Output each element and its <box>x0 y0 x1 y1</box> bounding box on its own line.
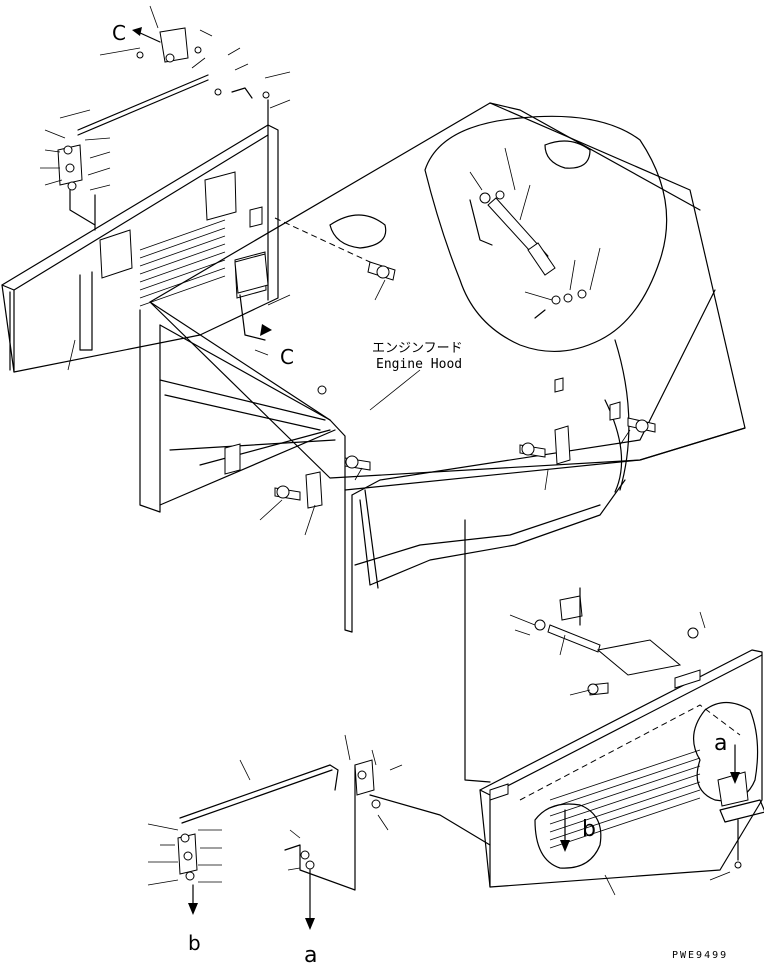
arrow-c-top <box>132 27 142 36</box>
ref-label-c-mid: C <box>280 345 294 369</box>
right-door-link <box>464 519 491 783</box>
ref-label-b-bottom: b <box>188 931 201 955</box>
hinge-bolt <box>274 217 396 301</box>
ref-label-c-top: C <box>112 21 126 45</box>
left-door-louvre <box>139 219 226 307</box>
drawing-number: PWE9499 <box>672 950 728 961</box>
right-side-door <box>479 649 764 896</box>
stay-rod-lower <box>147 734 491 930</box>
right-door-louvre <box>549 749 701 849</box>
ref-label-a-right: a <box>714 731 727 756</box>
leader-line <box>267 294 291 306</box>
right-hinge-assembly <box>509 587 706 696</box>
ref-label-b-panel: b <box>582 817 596 842</box>
hood-label-en: Engine Hood <box>376 357 462 372</box>
ref-label-a-bottom: a <box>304 943 317 965</box>
arrow-b-bottom <box>188 903 198 915</box>
stay-rod-upper <box>59 74 209 136</box>
engine-hood <box>139 102 746 633</box>
arrow-a-bottom <box>305 918 315 930</box>
upper-hardware <box>40 5 291 226</box>
mid-bolts <box>259 417 656 536</box>
hood-label-jp: エンジンフード <box>372 341 463 356</box>
latch-c-mid <box>234 253 272 356</box>
